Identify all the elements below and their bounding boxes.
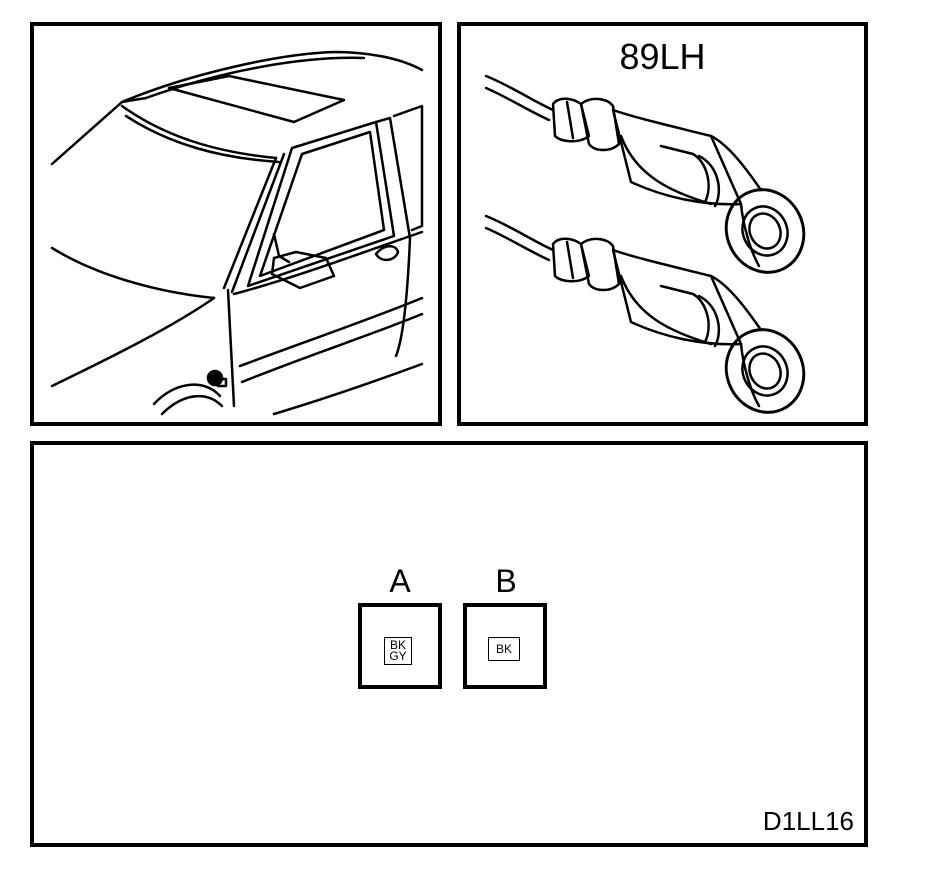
terminal-a-cavity: BK GY xyxy=(358,603,442,689)
diagram-code-label: D1LL16 xyxy=(762,806,854,836)
terminal-a-letter: A xyxy=(389,563,411,599)
connector-view-panel: 89LH xyxy=(457,22,868,426)
connector-plug-icon xyxy=(484,74,806,414)
vehicle-location-panel xyxy=(30,22,442,426)
terminal-a-wire-color-1: BK xyxy=(389,638,406,652)
terminal-view-panel: A B BK GY BK D1LL16 xyxy=(30,441,868,847)
terminal-b-wire-color-1: BK xyxy=(495,642,512,656)
terminal-a-wire-tag: BK GY xyxy=(384,637,412,665)
terminal-b-cavity: BK xyxy=(463,603,547,689)
connector-id-label: 89LH xyxy=(619,36,706,77)
vehicle-front-door-icon xyxy=(50,50,424,416)
terminal-a-wire-color-2: GY xyxy=(389,649,407,663)
terminal-b-wire-tag: BK xyxy=(488,637,520,661)
terminal-b-letter: B xyxy=(495,563,517,599)
